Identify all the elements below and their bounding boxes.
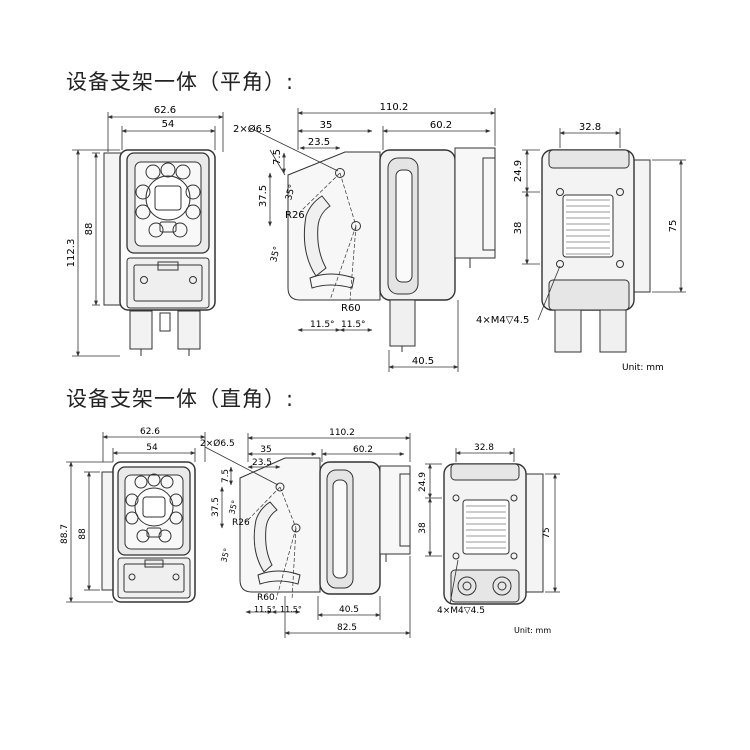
dim-back-38-ra: 38 [418, 522, 428, 534]
dim-side-angle-35a: 35° [284, 183, 298, 201]
dim-side-37-5: 37.5 [258, 185, 269, 207]
back-view-flat [541, 149, 651, 353]
front-dimensions-flat [72, 112, 224, 357]
back-view-right-angle [443, 463, 544, 605]
front-view-flat [103, 149, 216, 356]
dim-back-75: 75 [668, 220, 679, 233]
dim-side-11-5a-ra: 11.5° [254, 605, 276, 614]
dim-side-7-5: 7.5 [272, 149, 283, 165]
dim-front-inner-height-ra: 88 [78, 528, 88, 540]
dim-side-11-5b-ra: 11.5° [280, 605, 302, 614]
dim-side-r60-ra: R60 [257, 593, 275, 603]
section-title-flat: 设备支架一体（平角）: [66, 70, 295, 94]
unit-label-right-angle: Unit: mm [514, 626, 551, 635]
dim-front-outer-width: 62.6 [154, 105, 176, 116]
unit-label-flat: Unit: mm [622, 363, 664, 373]
dim-side-r26-ra: R26 [232, 518, 250, 528]
dim-back-width-ra: 32.8 [474, 443, 494, 453]
dim-side-11-5a: 11.5° [310, 320, 335, 330]
dim-side-82-5-ra: 82.5 [337, 623, 357, 633]
side-view-right-angle [239, 457, 411, 601]
dim-back-thread: 4×M4▽4.5 [476, 315, 529, 326]
dim-back-24-9: 24.9 [513, 160, 524, 182]
dim-front-outer-height-ra: 88.7 [60, 524, 70, 544]
side-dimensions-flat [249, 108, 496, 372]
dim-side-23-5: 23.5 [308, 137, 330, 148]
dim-side-angle-35a-ra: 35° [227, 499, 239, 515]
dim-back-thread-ra: 4×M4▽4.5 [437, 606, 485, 616]
dim-side-holes: 2×Ø6.5 [233, 123, 272, 135]
dim-front-inner-height: 88 [84, 223, 95, 236]
dim-back-24-9-ra: 24.9 [418, 472, 428, 492]
dim-side-7-5-ra: 7.5 [221, 469, 231, 483]
section-title-right-angle: 设备支架一体（直角）: [66, 387, 295, 411]
dim-side-23-5-ra: 23.5 [252, 458, 272, 468]
side-view-flat [287, 147, 496, 352]
front-dimensions-right-angle [66, 432, 206, 603]
dim-front-inner-width: 54 [162, 119, 175, 130]
dim-side-35: 35 [320, 120, 333, 131]
dim-side-35-ra: 35 [260, 445, 271, 455]
back-dimensions-right-angle [425, 448, 560, 605]
front-view-right-angle [101, 461, 196, 603]
dim-side-r60: R60 [341, 303, 361, 314]
dim-side-11-5b: 11.5° [341, 320, 366, 330]
dim-side-total-ra: 110.2 [329, 428, 355, 438]
dim-side-total: 110.2 [380, 102, 409, 113]
dim-back-38: 38 [513, 222, 524, 235]
dim-front-inner-width-ra: 54 [146, 443, 158, 453]
dim-side-60-2-ra: 60.2 [353, 445, 373, 455]
dim-side-60-2: 60.2 [430, 120, 452, 131]
side-dimensions-right-angle [204, 433, 411, 638]
dim-side-holes-ra: 2×Ø6.5 [200, 438, 235, 449]
dim-side-angle-35b-ra: 35° [219, 547, 231, 563]
dim-front-outer-width-ra: 62.6 [140, 427, 160, 437]
dim-side-37-5-ra: 37.5 [211, 497, 221, 517]
dim-front-outer-height: 112.3 [66, 239, 77, 268]
dim-side-angle-35b: 35° [269, 245, 283, 263]
dim-side-r26: R26 [285, 210, 305, 221]
dim-back-width: 32.8 [579, 122, 601, 133]
dim-side-40-5: 40.5 [412, 356, 434, 367]
dim-back-75-ra: 75 [542, 527, 552, 538]
back-dimensions-flat [522, 128, 686, 321]
dim-side-40-5-ra: 40.5 [339, 605, 359, 615]
